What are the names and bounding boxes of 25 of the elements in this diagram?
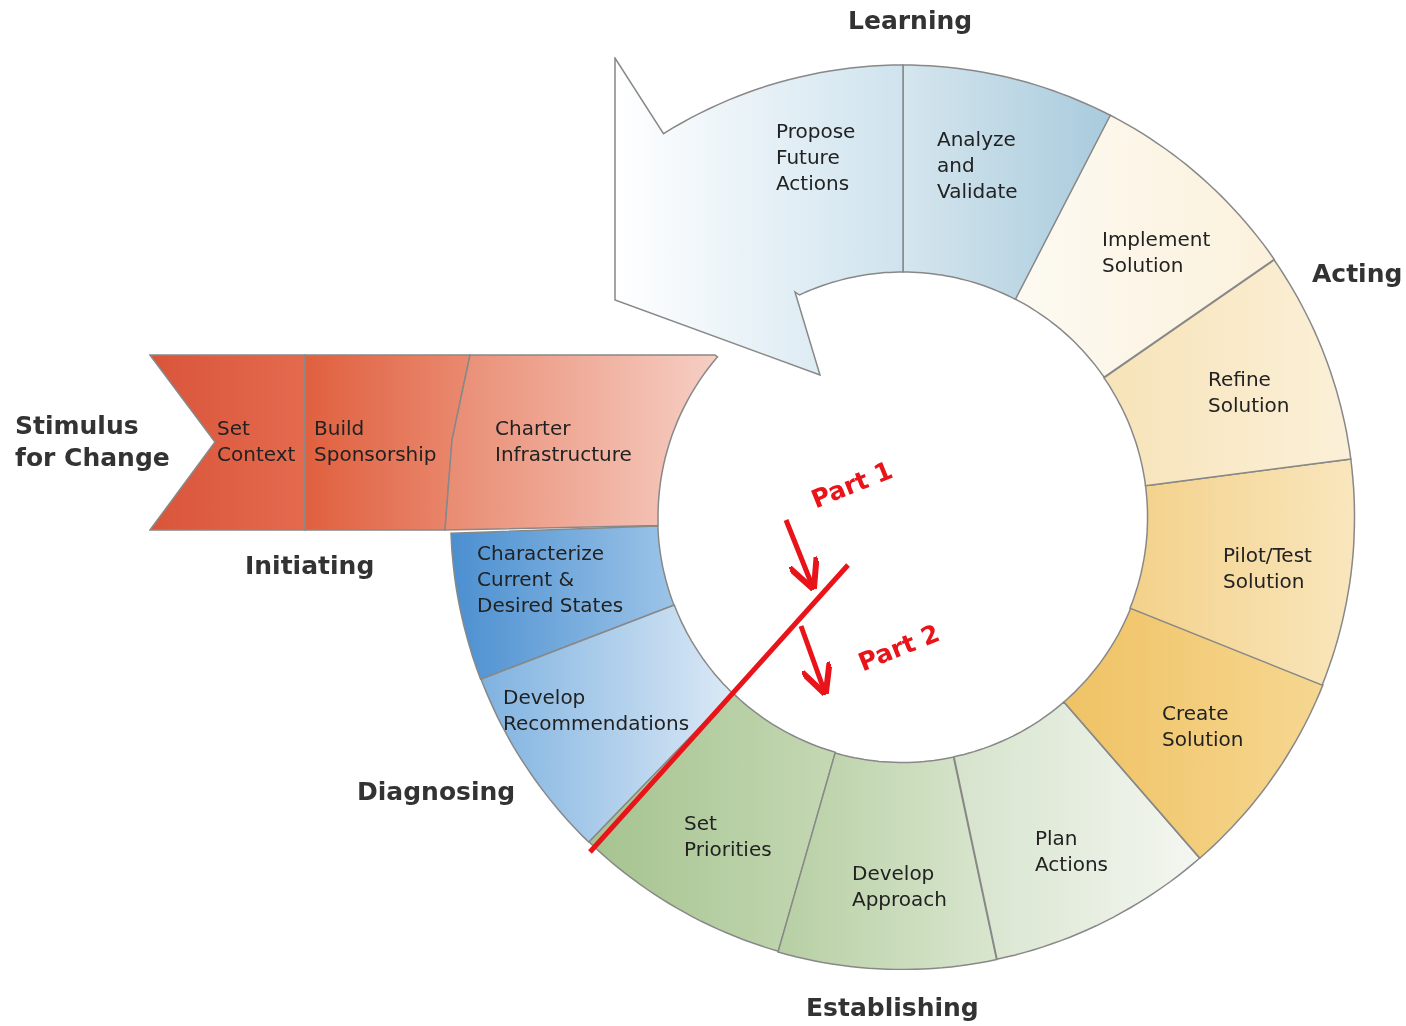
- part-label: Part 2: [854, 618, 944, 677]
- segment-label: Create Solution: [1162, 700, 1245, 752]
- phase-label: Initiating: [245, 550, 375, 582]
- segment-label: Refine Solution: [1208, 366, 1291, 418]
- phase-label: Diagnosing: [357, 776, 516, 808]
- segment-label: Develop Recommendations: [503, 684, 691, 736]
- phase-label: Stimulus for Change: [15, 410, 171, 474]
- segment-label: Implement Solution: [1102, 226, 1212, 278]
- phase-label: Establishing: [806, 992, 979, 1024]
- segment-label: Set Context: [217, 415, 297, 467]
- cycle-segment: [777, 751, 998, 970]
- segment-label: Pilot/Test Solution: [1223, 542, 1313, 594]
- segment-label: Charter Infrastructure: [495, 415, 633, 467]
- phase-label: Learning: [848, 5, 973, 37]
- segment-label: Set Priorities: [684, 810, 773, 862]
- segment-label: Analyze and Validate: [937, 126, 1019, 204]
- segment-label: Propose Future Actions: [776, 118, 857, 196]
- part-label: Part 1: [807, 455, 897, 514]
- cycle-segment: [444, 354, 719, 531]
- cycle-segment: [1129, 457, 1356, 686]
- segment-label: Plan Actions: [1035, 825, 1110, 877]
- cycle-segment: [614, 57, 904, 376]
- segment-label: Characterize Current & Desired States: [477, 540, 625, 618]
- phase-label: Acting: [1312, 258, 1403, 290]
- segment-label: Develop Approach: [852, 860, 948, 912]
